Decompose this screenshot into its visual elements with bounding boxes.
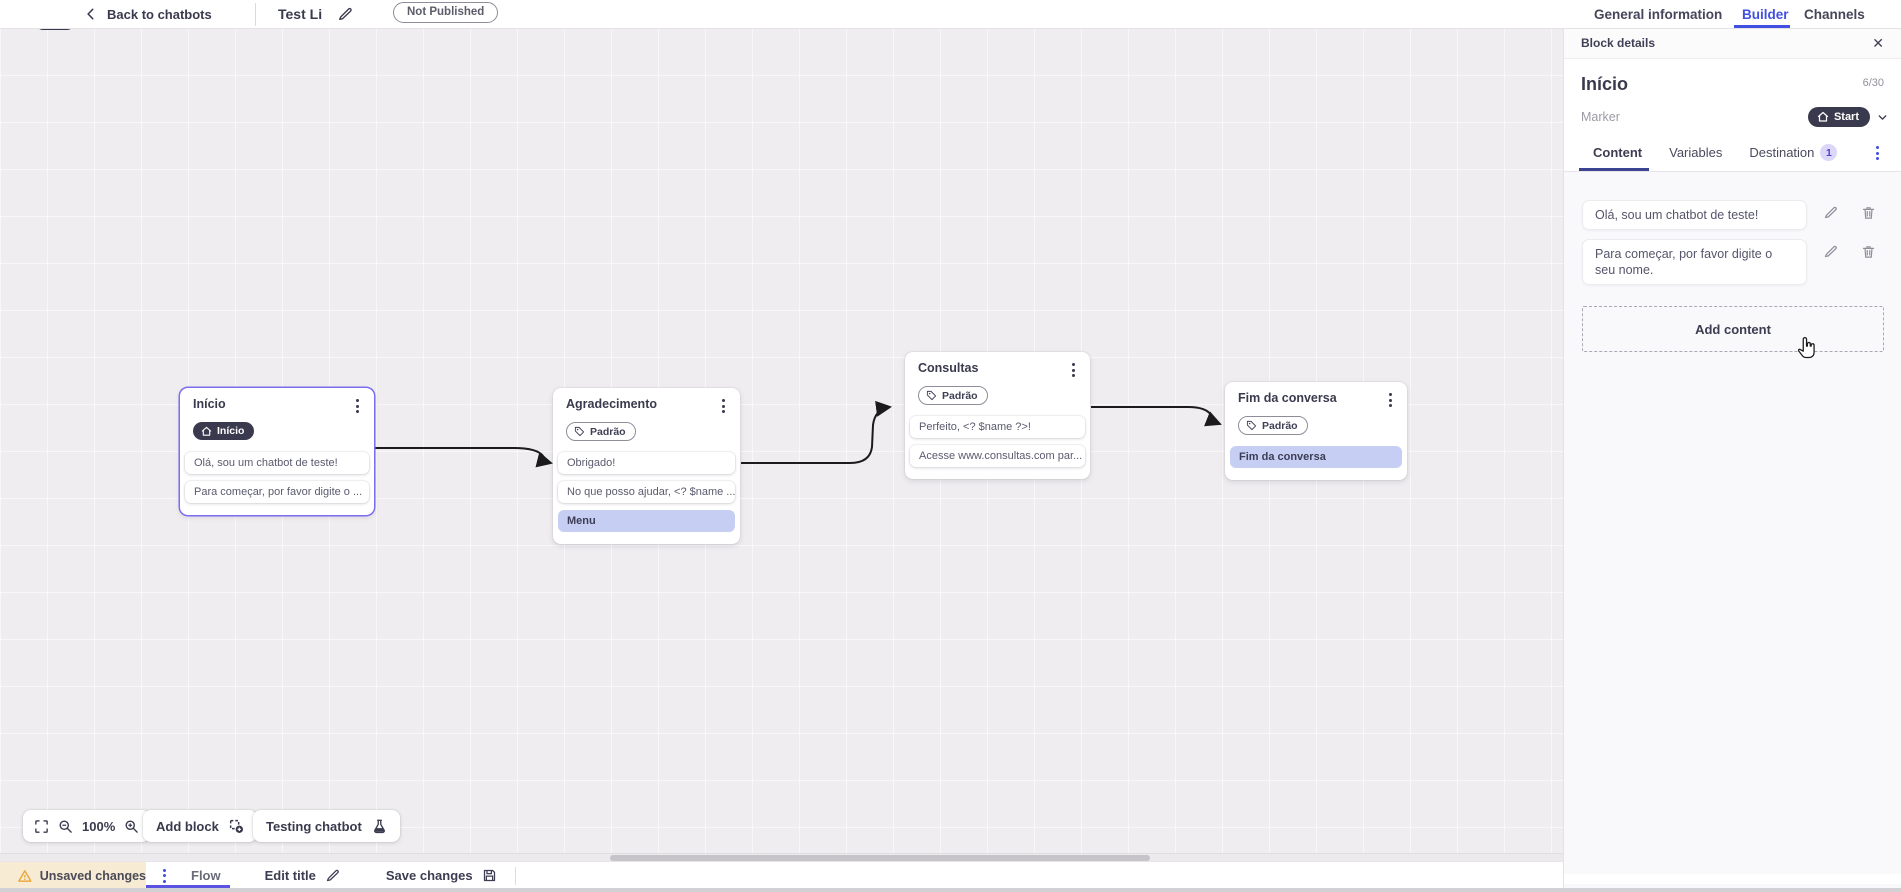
node-content-item[interactable]: Fim da conversa <box>1230 446 1402 468</box>
kebab-menu-icon[interactable] <box>1069 361 1078 379</box>
node-menu-item[interactable]: Menu <box>558 510 735 532</box>
node-inicio[interactable]: Início Início Olá, sou um chatbot de tes… <box>180 388 374 515</box>
trash-icon[interactable] <box>1861 205 1876 220</box>
block-details-panel: Block details ✕ Início 6/30 Marker Start… <box>1563 28 1901 888</box>
panel-header: Block details ✕ <box>1564 28 1901 59</box>
add-block-icon <box>228 818 244 834</box>
start-marker-pill: Início <box>193 422 255 440</box>
bottom-bar: Unsaved changes Flow Edit title Save cha… <box>0 861 1563 889</box>
tab-channels[interactable]: Channels <box>1804 6 1865 22</box>
top-bar: Back to chatbots Test Li Not Published G… <box>0 0 1901 29</box>
testing-chatbot-button[interactable]: Testing chatbot <box>253 810 400 842</box>
close-icon[interactable]: ✕ <box>1872 35 1884 51</box>
add-content-button[interactable]: Add content <box>1582 306 1884 352</box>
edit-pencil-icon[interactable] <box>1823 244 1838 259</box>
unsaved-changes-label: Unsaved changes <box>39 868 146 883</box>
chevron-down-icon <box>1878 114 1887 120</box>
zoom-in-icon[interactable] <box>124 819 139 834</box>
active-tab-underline <box>1579 168 1649 171</box>
tab-general-information[interactable]: General information <box>1594 6 1723 22</box>
node-content-item[interactable]: Para começar, por favor digite o ... <box>185 480 369 503</box>
tag-icon <box>574 426 585 437</box>
chatbot-title: Test Li <box>278 6 323 22</box>
block-title[interactable]: Início <box>1581 74 1629 94</box>
kebab-menu-icon[interactable] <box>719 397 728 415</box>
app-bottom-border <box>0 888 1901 892</box>
node-consultas[interactable]: Consultas Padrão Perfeito, <? $name ?>! … <box>905 352 1090 479</box>
builder-tab-underline <box>1734 25 1790 28</box>
flow-tab-underline <box>146 885 230 888</box>
back-chevron-icon <box>87 8 94 20</box>
tab-variables[interactable]: Variables <box>1669 145 1723 160</box>
tag-icon <box>1246 420 1257 431</box>
canvas-scrollbar[interactable] <box>0 853 1563 862</box>
save-changes-button[interactable]: Save changes <box>386 868 497 883</box>
tab-flow[interactable]: Flow <box>191 868 221 883</box>
tab-destination[interactable]: Destination 1 <box>1749 144 1838 171</box>
marker-select[interactable]: Start <box>1807 107 1889 127</box>
node-content-item[interactable]: Perfeito, <? $name ?>! <box>910 416 1085 438</box>
message-text-2[interactable]: Para começar, por favor digite o seu nom… <box>1582 239 1807 285</box>
fullscreen-icon[interactable] <box>34 819 49 834</box>
home-icon <box>1817 111 1829 122</box>
panel-title: Block details <box>1581 36 1656 50</box>
message-text-1[interactable]: Olá, sou um chatbot de teste! <box>1582 200 1807 230</box>
add-block-button[interactable]: Add block <box>143 810 257 842</box>
back-to-chatbots-button[interactable]: Back to chatbots <box>84 0 212 28</box>
edit-pencil-icon <box>326 869 339 882</box>
node-title: Fim da conversa <box>1238 391 1337 405</box>
tag-pill: Padrão <box>918 386 988 405</box>
marker-label: Marker <box>1581 110 1620 124</box>
kebab-menu-icon[interactable] <box>353 397 362 415</box>
edit-pencil-icon[interactable] <box>1823 205 1838 220</box>
kebab-menu-icon[interactable] <box>1386 391 1395 409</box>
node-agradecimento[interactable]: Agradecimento Padrão Obrigado! No que po… <box>553 388 740 544</box>
edit-title-button[interactable]: Edit title <box>265 868 340 883</box>
node-title: Agradecimento <box>566 397 657 411</box>
edit-pencil-icon[interactable] <box>337 6 353 22</box>
tab-content[interactable]: Content <box>1593 145 1643 160</box>
tag-pill: Padrão <box>1238 416 1308 435</box>
save-icon <box>483 869 495 882</box>
zoom-level: 100% <box>82 818 116 834</box>
node-title: Início <box>193 397 226 411</box>
tag-pill: Padrão <box>566 422 636 441</box>
content-row: Para começar, por favor digite o seu nom… <box>1582 239 1883 285</box>
zoom-out-icon[interactable] <box>58 819 73 834</box>
panel-bottom-strip <box>1564 874 1901 884</box>
start-pill: Start <box>1807 107 1870 127</box>
content-tab-panel: Olá, sou um chatbot de teste! Para começ… <box>1564 171 1901 888</box>
panel-tabs: Content Variables Destination 1 <box>1564 127 1901 171</box>
node-content-item[interactable]: Obrigado! <box>558 452 735 474</box>
tab-builder[interactable]: Builder <box>1742 6 1789 22</box>
node-fim-da-conversa[interactable]: Fim da conversa Padrão Fim da conversa <box>1225 382 1407 480</box>
destination-count-badge: 1 <box>1820 144 1838 161</box>
divider <box>255 3 256 26</box>
node-content-item[interactable]: Acesse www.consultas.com par... <box>910 445 1085 467</box>
node-title: Consultas <box>918 361 979 375</box>
node-content-item[interactable]: Olá, sou um chatbot de teste! <box>185 451 369 474</box>
zoom-controls: 100% <box>23 810 151 842</box>
content-row: Olá, sou um chatbot de teste! <box>1582 200 1883 230</box>
kebab-menu-icon[interactable] <box>160 867 169 885</box>
char-counter: 6/30 <box>1862 77 1884 89</box>
unsaved-changes-banner: Unsaved changes <box>0 862 146 889</box>
trash-icon[interactable] <box>1861 244 1876 259</box>
status-badge: Not Published <box>393 2 499 23</box>
tag-icon <box>926 390 937 401</box>
flask-icon <box>372 819 387 834</box>
kebab-menu-icon[interactable] <box>1873 144 1882 162</box>
warning-icon <box>18 869 32 882</box>
divider <box>514 866 516 885</box>
scrollbar-thumb[interactable] <box>610 855 1150 861</box>
home-icon <box>201 426 212 436</box>
node-content-item[interactable]: No que posso ajudar, <? $name ... <box>558 481 735 503</box>
